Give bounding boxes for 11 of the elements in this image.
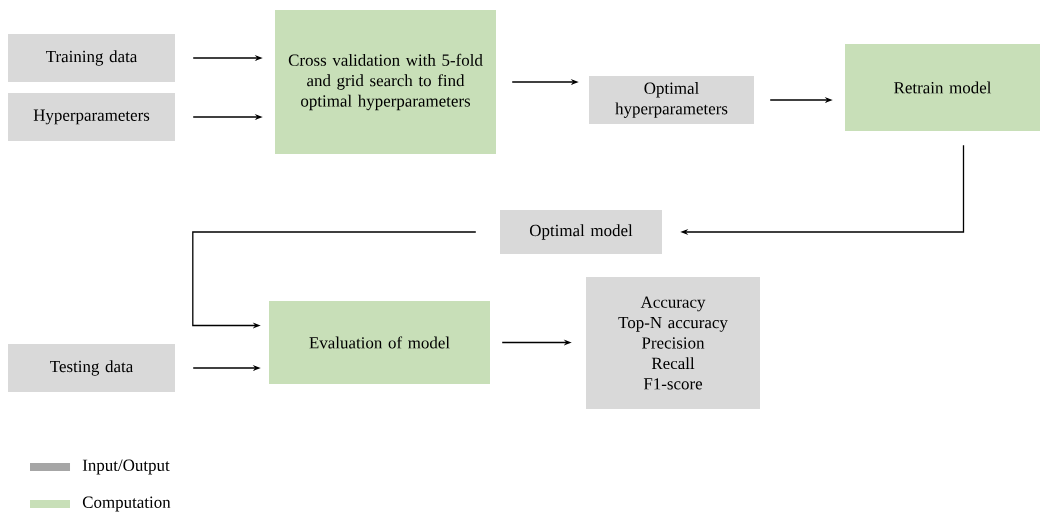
- legend-label: Input/Output: [82, 459, 170, 475]
- data-box: Training data: [8, 34, 175, 82]
- process-box: Cross validation with 5-fold and grid search to find optimal hyperparameters: [275, 10, 496, 154]
- data-box: Optimal hyperparameters: [589, 76, 754, 124]
- data-box: Optimal model: [500, 210, 662, 254]
- process-box: Retrain model: [845, 44, 1040, 131]
- data-box: Testing data: [8, 344, 175, 392]
- legend-label: Computation: [82, 496, 171, 512]
- output-box: Accuracy Top-N accuracy Precision Recall F1-score: [586, 277, 760, 409]
- process-box: Evaluation of model: [269, 301, 490, 384]
- data-box: Hyperparameters: [8, 93, 175, 141]
